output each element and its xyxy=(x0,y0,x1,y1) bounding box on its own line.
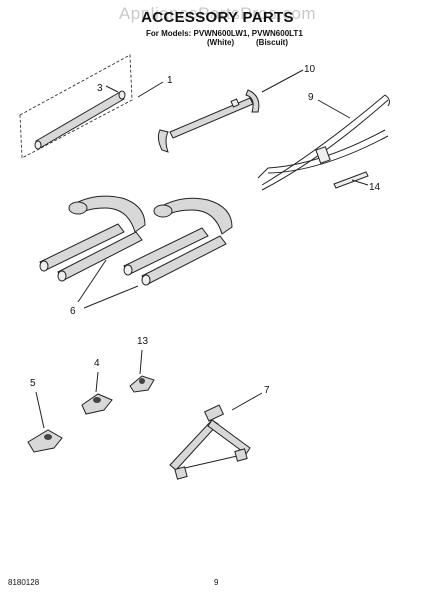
part-strip xyxy=(333,171,369,189)
page-title: ACCESSORY PARTS xyxy=(141,9,294,26)
callout-5: 5 xyxy=(30,378,36,389)
watermark: AppliancePartsPros.com xyxy=(118,4,317,23)
callout-4: 4 xyxy=(94,358,100,369)
callout-3: 3 xyxy=(97,83,103,94)
callout-6: 6 xyxy=(70,306,76,317)
document-number: 8180128 xyxy=(8,578,40,587)
color-biscuit-label: (Biscuit) xyxy=(256,38,288,47)
color-white-label: (White) xyxy=(207,38,235,47)
part-nozzles xyxy=(39,195,233,286)
callout-9: 9 xyxy=(308,92,314,103)
callout-1: 1 xyxy=(167,75,173,86)
callout-14: 14 xyxy=(369,182,381,193)
leader-lines xyxy=(35,69,369,429)
part-hanger xyxy=(169,404,251,480)
part-rod-box xyxy=(19,54,133,159)
callout-13: 13 xyxy=(137,336,149,347)
callout-10: 10 xyxy=(304,64,316,75)
part-feet xyxy=(27,375,155,453)
part-hose-loops xyxy=(257,94,390,191)
page-number: 9 xyxy=(214,578,219,587)
part-extension-handle xyxy=(157,89,260,153)
models-line: For Models: PVWN600LW1, PVWN600LT1 xyxy=(146,29,303,38)
callout-7: 7 xyxy=(264,385,270,396)
